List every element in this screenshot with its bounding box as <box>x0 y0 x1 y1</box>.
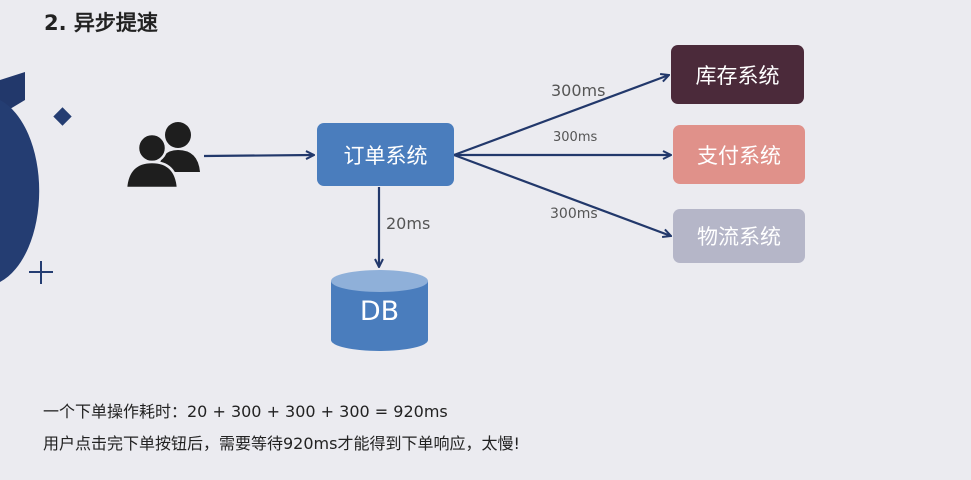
inventory-system-box: 库存系统 <box>671 45 804 104</box>
payment-system-box: 支付系统 <box>673 125 805 184</box>
users-icon <box>124 122 200 190</box>
db-latency-label: 20ms <box>386 214 431 233</box>
section-title: 2. 异步提速 <box>44 11 158 35</box>
order-to-logistics-arrow <box>453 153 671 236</box>
decorative-shapes <box>0 72 72 284</box>
payment-latency-label: 300ms <box>553 130 598 145</box>
order-system-box: 订单系统 <box>317 123 454 186</box>
logistics-system-box: 物流系统 <box>673 209 805 263</box>
db-cylinder <box>331 270 428 351</box>
inventory-latency-label: 300ms <box>551 81 606 100</box>
users-to-order-arrow <box>203 155 314 156</box>
wait-note: 用户点击完下单按钮后，需要等待920ms才能得到下单响应，太慢! <box>43 434 520 453</box>
db-label: DB <box>359 296 400 327</box>
order-to-inventory-arrow <box>453 75 669 157</box>
timing-note: 一个下单操作耗时：20 + 300 + 300 + 300 = 920ms <box>43 402 448 421</box>
logistics-latency-label: 300ms <box>550 206 598 222</box>
